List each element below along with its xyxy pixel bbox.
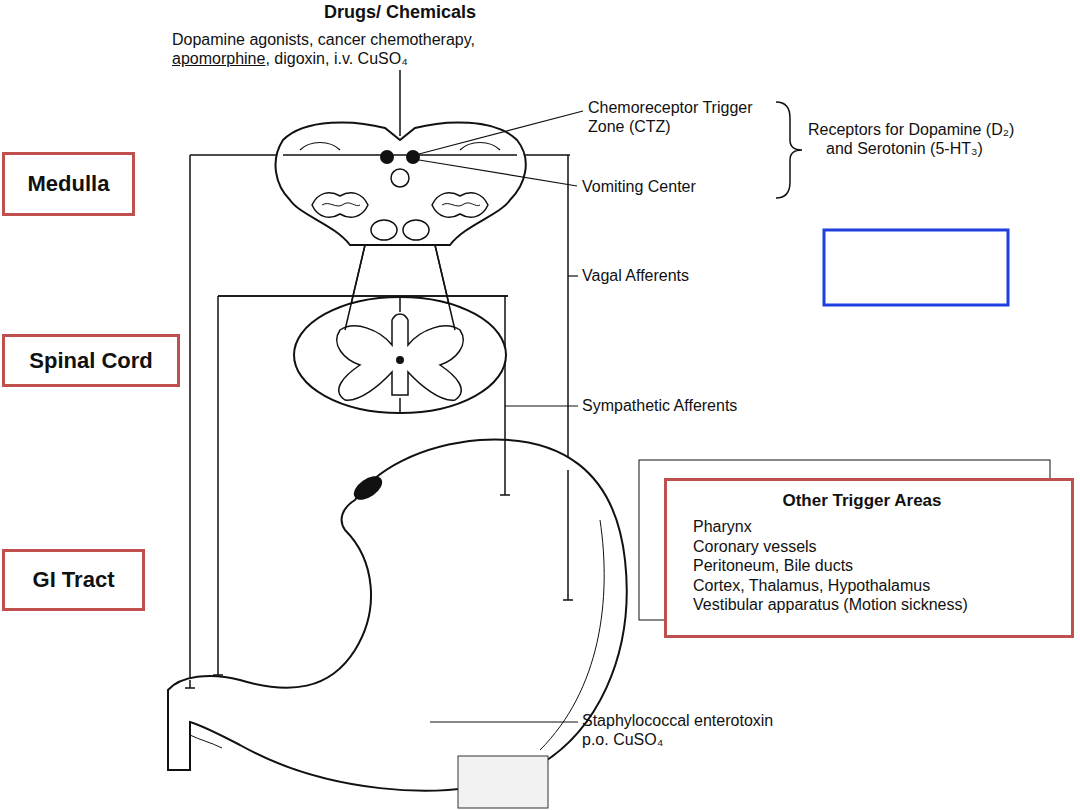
frame-line	[218, 295, 508, 297]
sympathetic-afferent-line	[504, 440, 506, 495]
frame-line	[218, 295, 508, 297]
stimulus-label: Staphylococcal enterotoxin p.o. CuSO₄	[582, 711, 782, 749]
line-tick	[563, 599, 573, 601]
stomach-outline	[168, 440, 627, 791]
esophagus-opening	[351, 473, 385, 503]
pathway-label: Sympathetic Afferents	[582, 396, 737, 415]
list-item: Pharynx	[693, 517, 1051, 537]
medulla-section	[276, 122, 526, 245]
frame-line	[217, 296, 219, 675]
list-item: Peritoneum, Bile ducts	[693, 556, 1051, 576]
receptor-note: Receptors for Dopamine (D₂) and Serotoni…	[808, 120, 1038, 158]
olive-structure	[432, 193, 488, 217]
olive-structure	[312, 193, 368, 217]
drug-list-text: , digoxin, i.v. CuSO₄	[265, 49, 407, 68]
line-tick	[500, 494, 510, 496]
pylorus-line	[190, 735, 222, 748]
tract-line	[435, 245, 455, 330]
heading-label: Drugs/ Chemicals	[324, 3, 476, 22]
sympathetic-afferent-line	[504, 296, 506, 495]
grey-matter	[337, 314, 463, 400]
pyramid-structure	[403, 220, 429, 240]
list-item: Cortex, Thalamus, Hypothalamus	[693, 576, 1051, 596]
pyramid-structure	[371, 220, 397, 240]
medulla-detail	[460, 143, 500, 151]
vagal-afferent-line	[567, 470, 569, 600]
empty-box	[458, 756, 548, 808]
leader-line	[430, 721, 578, 722]
trigger-list-box: Other Trigger AreasPharynxCoronary vesse…	[664, 478, 1074, 638]
olive-structure	[442, 203, 480, 206]
line-tick	[185, 687, 195, 689]
line-tick	[563, 599, 573, 601]
region-box: GI Tract	[2, 549, 145, 611]
curly-bracket	[776, 102, 802, 198]
line-tick	[185, 687, 195, 689]
structure-label: Chemoreceptor Trigger Zone (CTZ)	[588, 98, 780, 136]
ctz-dot	[381, 151, 393, 163]
empty-box	[824, 230, 1008, 305]
posterior-sulcus	[399, 297, 401, 312]
line-tick	[500, 494, 510, 496]
central-canal	[397, 357, 403, 363]
box-heading: Other Trigger Areas	[673, 489, 1051, 513]
tract-line	[345, 245, 365, 330]
vomiting-center-dot	[407, 151, 419, 163]
spinal-cord-outline	[294, 297, 506, 413]
leader-line	[568, 275, 578, 276]
vagal-afferent-line	[567, 155, 569, 600]
leader-line	[505, 405, 578, 406]
frame-line	[190, 154, 570, 156]
drug-pathway-line	[399, 70, 401, 136]
region-box: Spinal Cord	[2, 334, 180, 387]
structure-label: Vomiting Center	[582, 177, 696, 196]
frame-line	[189, 680, 191, 688]
leader-line	[419, 160, 577, 186]
drug-name-underlined: apomorphine	[172, 49, 265, 68]
spinal-cord-section	[218, 245, 508, 413]
olive-structure	[322, 203, 360, 206]
region-box: Medulla	[2, 152, 135, 216]
region-name: GI Tract	[33, 567, 115, 593]
pathway-label: Vagal Afferents	[582, 266, 689, 285]
central-canal	[391, 169, 409, 187]
medulla-detail	[300, 143, 340, 151]
frame-line	[283, 154, 517, 156]
region-name: Medulla	[28, 171, 110, 197]
region-name: Spinal Cord	[29, 348, 152, 374]
list-item: Vestibular apparatus (Motion sickness)	[693, 595, 1051, 615]
drug-list-text: Dopamine agonists, cancer chemotherapy,	[172, 30, 475, 49]
frame-line	[189, 155, 191, 688]
medulla-outline	[276, 122, 526, 245]
stomach-drawing	[168, 440, 627, 791]
leader-line	[419, 111, 583, 154]
list-item: Coronary vessels	[693, 537, 1051, 557]
anterior-fissure	[399, 398, 401, 413]
